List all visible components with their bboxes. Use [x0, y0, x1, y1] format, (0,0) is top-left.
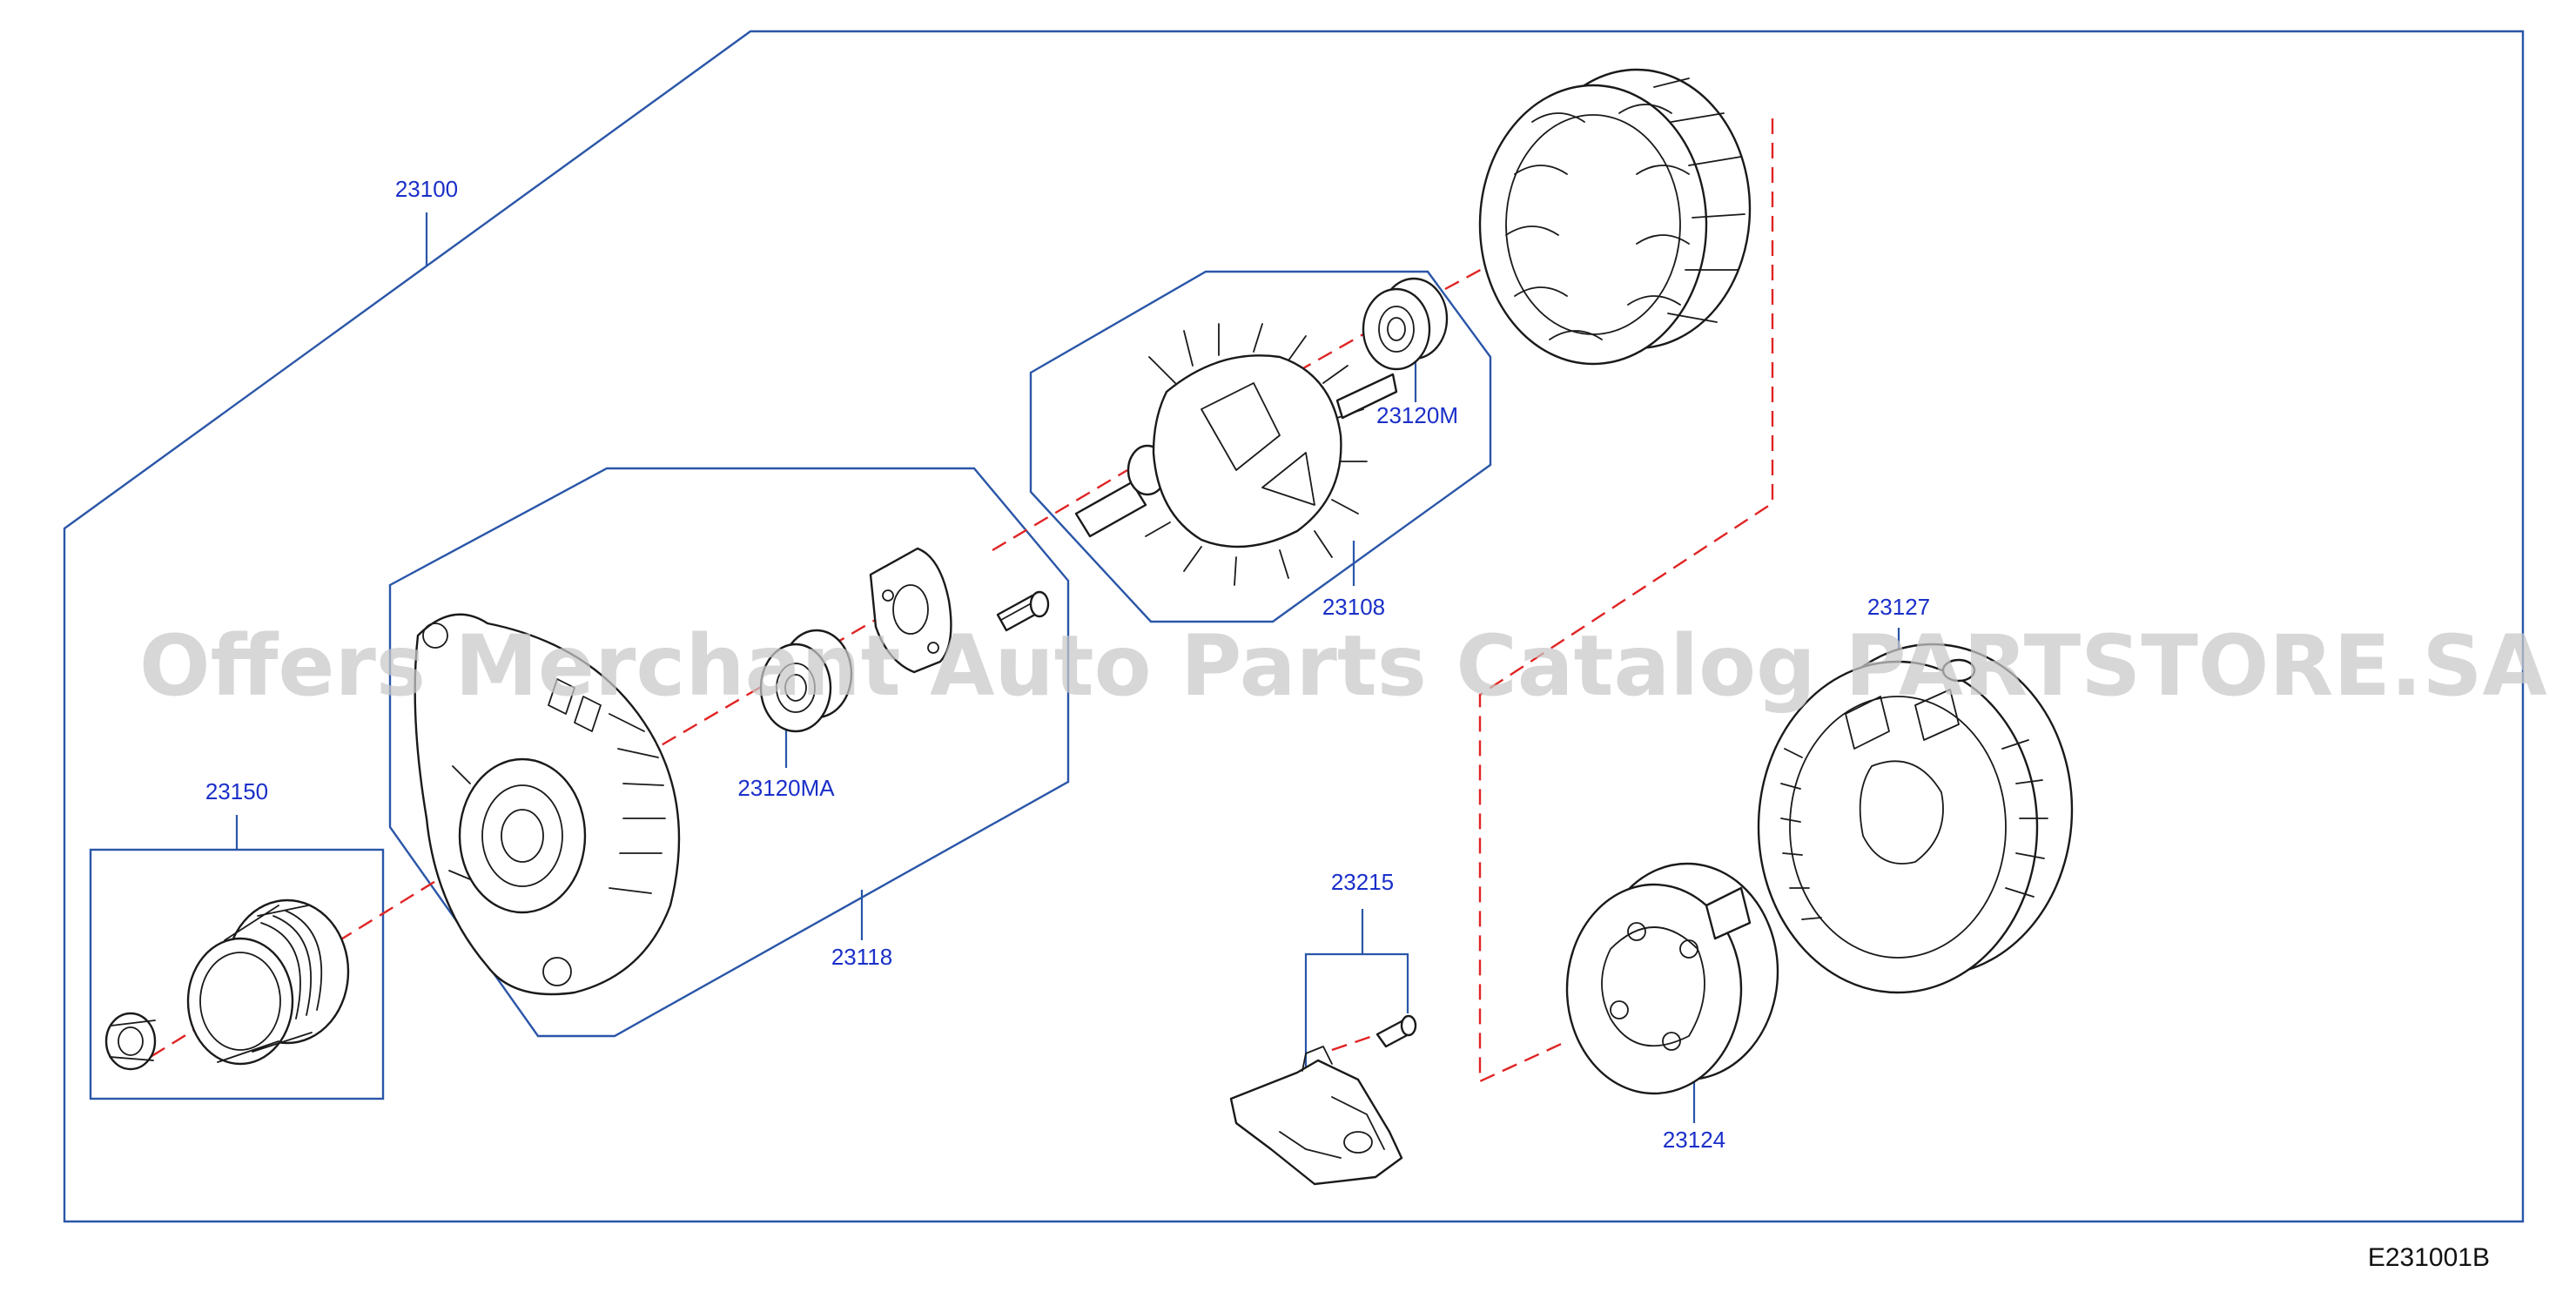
- bearing-front-part: [759, 629, 853, 733]
- label-23100[interactable]: 23100: [395, 176, 458, 202]
- rotor-frame: [1029, 270, 1492, 623]
- label-23120MA[interactable]: 23120MA: [737, 775, 835, 801]
- stator-part: [1478, 68, 1752, 366]
- pulley-nut: [104, 1012, 157, 1071]
- rear-cover-part: [1757, 643, 2074, 994]
- regulator-part: [1229, 1014, 1417, 1186]
- regulator-leader: [1304, 952, 1409, 1069]
- label-23120M[interactable]: 23120M: [1376, 402, 1458, 428]
- rotor-part: [1074, 323, 1398, 586]
- diagram-code: E231001B: [2368, 1243, 2490, 1272]
- retainer-plate: [869, 547, 952, 674]
- main-axis-line: [130, 221, 1568, 1071]
- pulley-part: [186, 898, 350, 1066]
- rectifier-part: [1565, 862, 1779, 1095]
- watermark-text: Offers Merchant Auto Parts Catalog PARTS…: [139, 617, 2547, 715]
- retainer-bolt: [996, 590, 1050, 632]
- label-23118[interactable]: 23118: [831, 944, 892, 970]
- assembly-frame: [63, 30, 2525, 1223]
- label-23150[interactable]: 23150: [205, 778, 268, 804]
- front-housing-part: [414, 613, 681, 996]
- bearing-rear-part: [1362, 277, 1449, 371]
- label-23108[interactable]: 23108: [1322, 594, 1385, 620]
- label-23127[interactable]: 23127: [1867, 594, 1930, 620]
- front-housing-frame: [388, 467, 1070, 1038]
- label-23124[interactable]: 23124: [1663, 1127, 1725, 1153]
- label-23215[interactable]: 23215: [1331, 869, 1394, 895]
